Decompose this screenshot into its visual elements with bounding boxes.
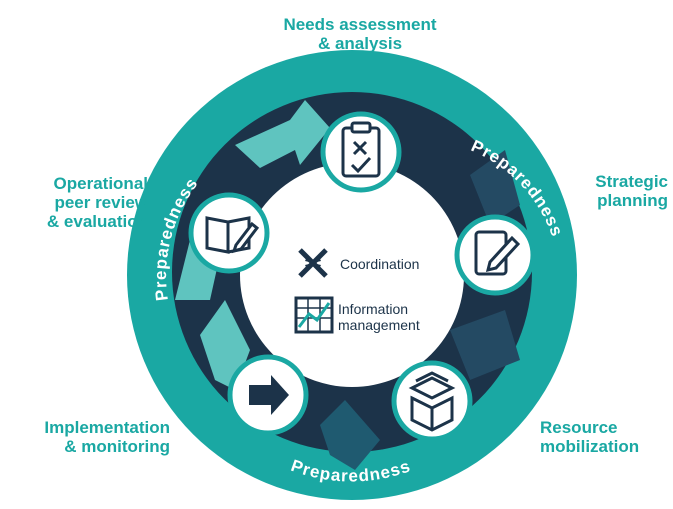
stage-operational-line3: & evaluation: [46, 212, 148, 231]
arrow-segment-4: [320, 400, 380, 470]
stage-label-needs: Needs assessment & analysis: [260, 15, 460, 53]
center-circle: [240, 163, 464, 387]
stage-strategic-line2: planning: [597, 191, 668, 210]
stage-resource-line2: mobilization: [540, 437, 640, 456]
stage-needs-line2: & analysis: [317, 34, 403, 53]
stage-operational-line1: Operational: [53, 174, 148, 193]
stage-implementation-line2: & monitoring: [64, 437, 170, 456]
stage-label-operational: Operational peer review & evaluation: [8, 174, 148, 231]
arrows-converge-icon: [298, 248, 328, 278]
stage-operational-line2: peer review: [54, 193, 148, 212]
arrow-segment-5: [470, 150, 520, 225]
right-arrow-icon: [227, 354, 309, 436]
line-chart-icon: [294, 296, 334, 334]
stage-label-resource: Resource mobilization: [540, 418, 670, 456]
stage-needs-line1: Needs assessment: [283, 15, 437, 34]
coordination-label: Coordination: [340, 256, 420, 272]
stage-label-strategic: Strategic planning: [568, 172, 668, 210]
arrow-segment-3: [200, 300, 250, 390]
stage-resource-line1: Resource: [540, 418, 618, 437]
book-pencil-icon: [188, 192, 270, 274]
pencil-document-icon: [454, 214, 536, 296]
info-label-line1: Information: [338, 301, 409, 317]
package-box-icon: [391, 360, 473, 442]
stage-strategic-line1: Strategic: [595, 172, 668, 191]
stage-implementation-line1: Implementation: [44, 418, 170, 437]
stage-label-implementation: Implementation & monitoring: [10, 418, 170, 456]
arrow-segment-6: [450, 310, 520, 380]
arrow-segment-1: [235, 100, 330, 168]
info-label-line2: management: [338, 317, 420, 333]
information-management-label: Information management: [338, 301, 420, 333]
clipboard-checklist-icon: [320, 111, 402, 193]
